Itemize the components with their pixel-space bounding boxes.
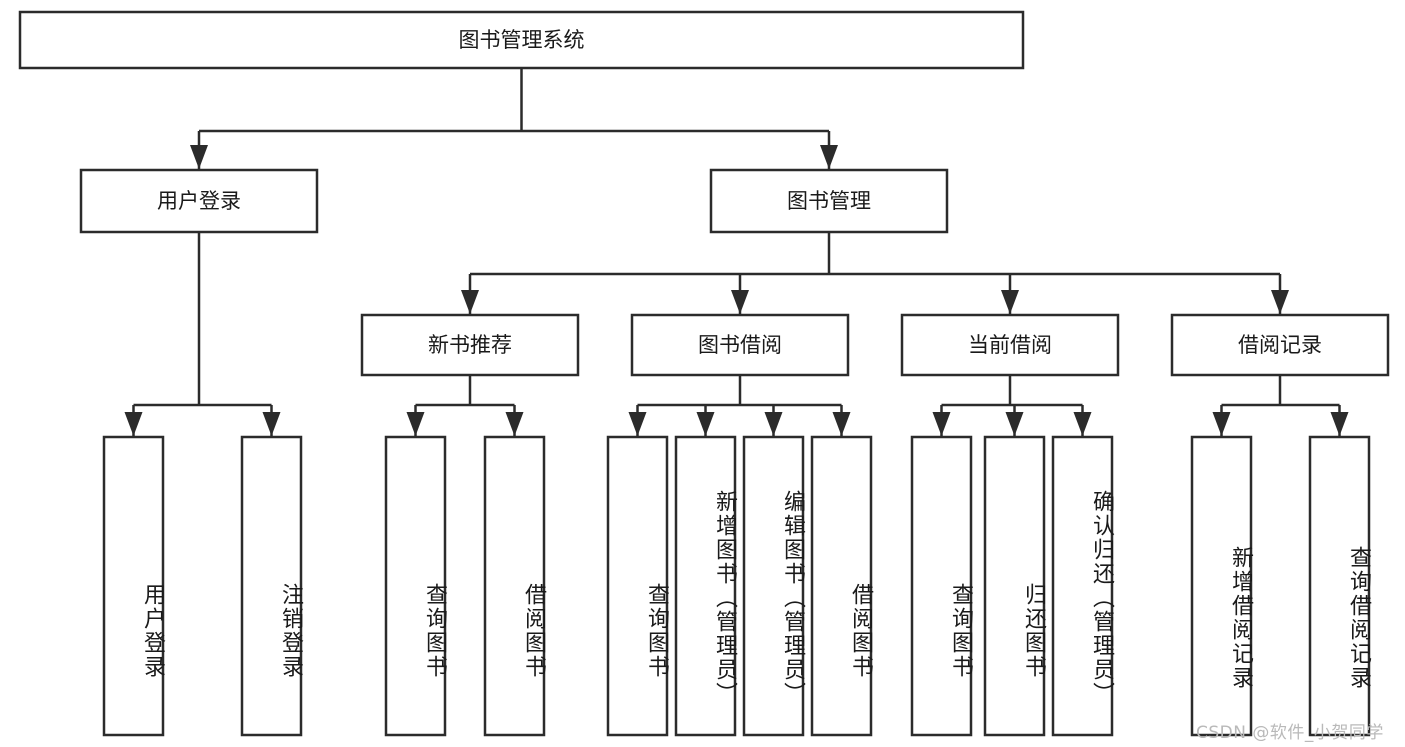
- node-l3-label-new-book-rec: 新书推荐: [428, 333, 512, 357]
- arrow-head-icon-leaf: [505, 412, 524, 436]
- arrow-head-icon-leaf: [932, 412, 951, 436]
- arrow-head-icon-l3: [461, 290, 479, 314]
- node-leaf-leaf-add-record[interactable]: [1190, 435, 1253, 737]
- node-l3-borrow-record[interactable]: [1170, 313, 1390, 377]
- node-l2-book-manage[interactable]: [709, 168, 949, 234]
- node-l3-current-borrow[interactable]: [900, 313, 1120, 377]
- arrow-head-icon-leaf: [124, 412, 143, 436]
- node-leaf-leaf-query-book-3[interactable]: [910, 435, 973, 737]
- node-l3-book-borrow[interactable]: [630, 313, 850, 377]
- arrow-head-icon-leaf: [1330, 412, 1349, 436]
- watermark-credit: CSDN @软件_小贺同学: [1196, 723, 1384, 743]
- node-root[interactable]: [18, 10, 1025, 70]
- node-l3-label-current-borrow: 当前借阅: [968, 333, 1052, 357]
- node-l2-label-user-login: 用户登录: [157, 189, 241, 213]
- arrow-head-icon-leaf: [406, 412, 425, 436]
- node-leaf-leaf-query-record[interactable]: [1308, 435, 1371, 737]
- arrow-head-icon-leaf: [262, 412, 281, 436]
- connector-lines: [124, 68, 1349, 436]
- node-leaf-leaf-return-book[interactable]: [983, 435, 1046, 737]
- node-leaf-leaf-edit-book[interactable]: [742, 435, 805, 737]
- arrow-head-icon-l3: [1271, 290, 1289, 314]
- node-leaf-leaf-query-book-2[interactable]: [606, 435, 669, 737]
- arrow-head-icon-leaf: [628, 412, 647, 436]
- node-l2-label-book-manage: 图书管理: [787, 189, 871, 213]
- node-l3-label-borrow-record: 借阅记录: [1238, 333, 1322, 357]
- node-l2-user-login[interactable]: [79, 168, 319, 234]
- node-leaf-leaf-add-book[interactable]: [674, 435, 737, 737]
- node-l3-label-book-borrow: 图书借阅: [698, 333, 782, 357]
- node-leaf-leaf-logout[interactable]: [240, 435, 303, 737]
- arrow-head-icon-leaf: [696, 412, 715, 436]
- arrow-head-icon-leaf: [832, 412, 851, 436]
- node-leaf-leaf-query-book-1[interactable]: [384, 435, 447, 737]
- node-leaf-leaf-confirm-return[interactable]: [1051, 435, 1114, 737]
- node-leaf-leaf-borrow-book-2[interactable]: [810, 435, 873, 737]
- node-l3-new-book-rec[interactable]: [360, 313, 580, 377]
- arrow-head-icon-leaf: [1073, 412, 1092, 436]
- arrow-head-icon-leaf: [764, 412, 783, 436]
- arrow-head-icon-leaf: [1005, 412, 1024, 436]
- node-leaf-leaf-user-login[interactable]: [102, 435, 165, 737]
- node-boxes: [18, 10, 1390, 737]
- arrow-head-icon-l2: [820, 145, 838, 169]
- node-leaf-leaf-borrow-book-1[interactable]: [483, 435, 546, 737]
- arrow-head-icon-l3: [731, 290, 749, 314]
- arrow-head-icon-leaf: [1212, 412, 1231, 436]
- arrow-head-icon-l3: [1001, 290, 1019, 314]
- arrow-head-icon-l2: [190, 145, 208, 169]
- node-root-label: 图书管理系统: [459, 28, 585, 52]
